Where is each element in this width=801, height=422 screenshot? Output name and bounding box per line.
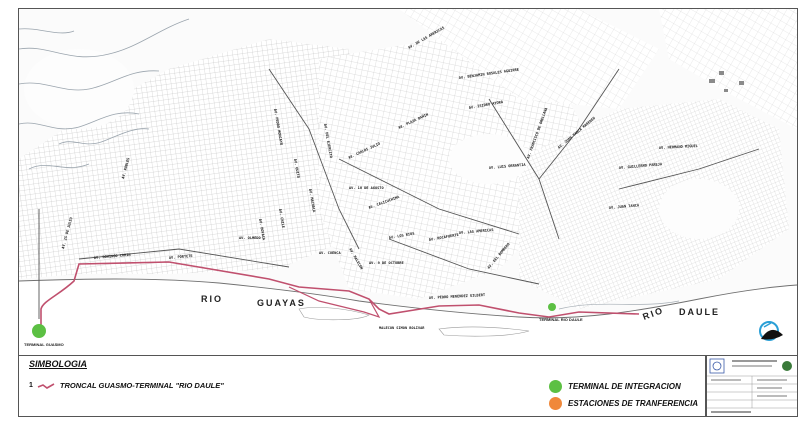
urban-area-west [19,39,359,279]
terminal-guasmo-label: TERMINAL GUASMO [24,342,64,347]
legend-panel: SIMBOLOGIA 1 TRONCAL GUASMO-TERMINAL "RI… [18,355,706,417]
svg-text:AV. LOS RIOS: AV. LOS RIOS [388,232,414,240]
svg-text:AV. QUITO: AV. QUITO [293,158,300,178]
svg-text:AV. OLMEDO: AV. OLMEDO [239,236,261,240]
urban-area-central [319,39,579,299]
city-map: AV. DE LAS AMERICAS AV. BENJAMIN ROSALES… [19,9,797,355]
svg-text:MALECON SIMON BOLIVAR: MALECON SIMON BOLIVAR [379,326,425,330]
river-label-daule-2: DAULE [679,307,720,317]
legend-route-label: TRONCAL GUASMO-TERMINAL "RIO DAULE" [59,381,224,390]
river-label-guayas-2: GUAYAS [257,298,306,308]
urban-area-northeast [659,9,797,129]
svg-text:AV. BOYACA: AV. BOYACA [258,218,266,241]
title-block-drawing [707,358,797,413]
north-arrow-icon [759,321,783,341]
legend-route-number: 1 [29,382,33,389]
open-area [24,49,134,129]
svg-text:AV. LAS AMERICAS: AV. LAS AMERICAS [459,228,494,235]
island-outline [298,307,370,321]
legend-title: SIMBOLOGIA [29,359,87,369]
open-area [659,179,739,239]
svg-text:AV. ISIDRO AYORA: AV. ISIDRO AYORA [468,100,504,110]
svg-text:AV. MACHALA: AV. MACHALA [308,188,316,213]
title-block [706,355,798,417]
urban-area-north [399,9,659,109]
svg-text:AV. LUIS ORRANTIA: AV. LUIS ORRANTIA [489,163,527,170]
estuary-channels [19,18,190,170]
svg-text:AV. CHILE: AV. CHILE [278,208,285,228]
building-icons [709,71,744,92]
terminal-dot-icon [549,380,562,393]
legend-transfer-label: ESTACIONES DE TRANFERENCIA [568,399,699,408]
terminal-rio-daule-label: TERMINAL RIO DAULE [539,317,583,322]
map-frame: AV. DE LAS AMERICAS AV. BENJAMIN ROSALES… [18,8,798,356]
route-line-icon [37,382,55,389]
svg-text:AV. 10 DE AGOSTO: AV. 10 DE AGOSTO [349,186,384,190]
major-avenues [38,68,760,319]
svg-text:AV. DEL EJERCITO: AV. DEL EJERCITO [323,123,333,158]
svg-text:AV. 9 DE OCTUBRE: AV. 9 DE OCTUBRE [369,261,404,265]
river-water [19,279,797,355]
river-label-guayas-1: RIO [201,294,223,304]
transfer-dot-icon [549,397,562,410]
legend-transfer-entry: ESTACIONES DE TRANFERENCIA [549,397,698,410]
legend-route-entry: 1 TRONCAL GUASMO-TERMINAL "RIO DAULE" [29,381,224,390]
island-outline [438,326,530,337]
terminal-rio-daule-marker[interactable] [548,303,556,311]
svg-text:AV. PEDRO MENENDEZ GILBERT: AV. PEDRO MENENDEZ GILBERT [429,293,485,300]
urban-area-east [519,99,789,309]
svg-text:AV. HERMANO MIGUEL: AV. HERMANO MIGUEL [659,144,699,150]
legend-terminal-entry: TERMINAL DE INTEGRACION [549,380,681,393]
trunk-route-loop [288,286,381,319]
svg-text:AV. ROBLES: AV. ROBLES [121,157,130,179]
legend-terminal-label: TERMINAL DE INTEGRACION [568,382,681,391]
svg-text:AV. CUENCA: AV. CUENCA [319,251,341,255]
terminal-guasmo-marker[interactable] [32,324,46,338]
svg-text:AV. PORTETE: AV. PORTETE [169,254,193,260]
svg-text:AV. ROCAFUERTE: AV. ROCAFUERTE [428,233,459,242]
svg-text:AV. DOMINGO COMIN: AV. DOMINGO COMIN [94,253,131,260]
svg-text:AV. PEDRO MONCAYO: AV. PEDRO MONCAYO [273,108,283,145]
svg-text:AV. JUAN TANCA: AV. JUAN TANCA [609,203,640,210]
svg-text:AV. GUILLERMO PAREJA: AV. GUILLERMO PAREJA [619,162,663,170]
trunk-route [40,261,640,329]
open-area [449,134,529,184]
